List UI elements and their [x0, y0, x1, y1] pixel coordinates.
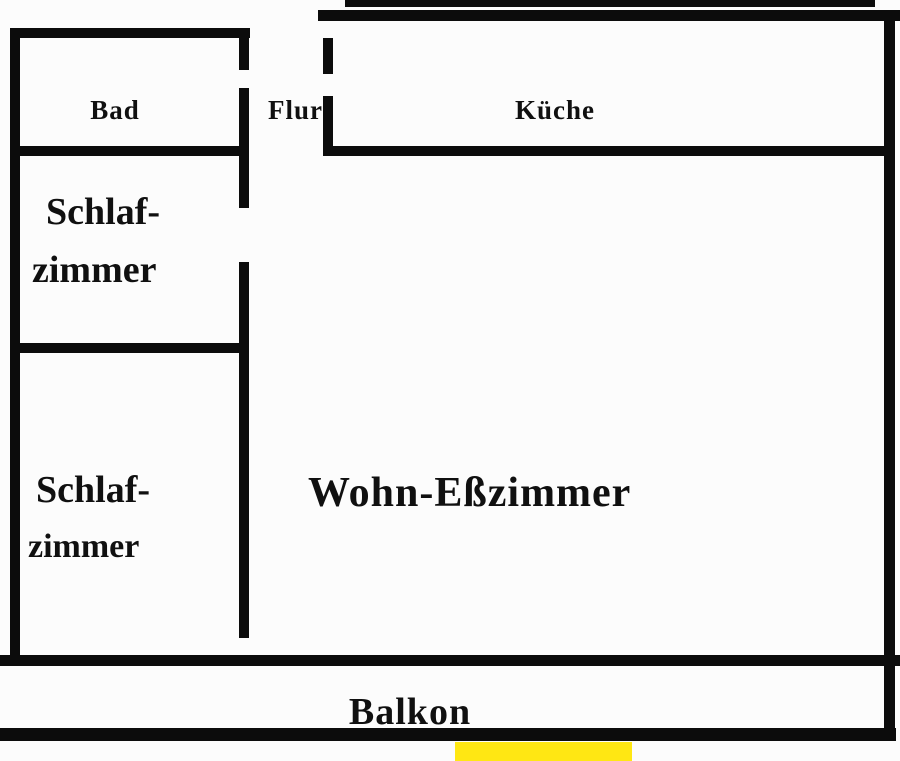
room-label-schlafzimmer1-line1: Schlaf- — [46, 191, 160, 233]
room-label-schlafzimmer2-line1: Schlaf- — [36, 469, 150, 511]
wall-right-outer — [884, 10, 895, 741]
wall-top-inner — [318, 10, 900, 21]
wall-kueche-left-upper — [323, 38, 333, 74]
wall-bad-flur-tick — [239, 28, 249, 70]
wall-kueche-left-lower — [323, 96, 333, 156]
wall-flur-upper-vertical — [239, 88, 249, 208]
wall-top-outer — [345, 0, 875, 7]
wall-bottom-outer — [0, 728, 896, 741]
room-label-schlafzimmer2-line2: zimmer — [28, 528, 140, 565]
room-label-schlafzimmer1-line2: zimmer — [32, 249, 157, 291]
wall-top-left-outer — [10, 28, 250, 38]
wall-balkon-top — [0, 655, 900, 666]
wall-kueche-bottom — [333, 146, 892, 156]
room-label-wohn-esszimmer: Wohn-Eßzimmer — [308, 470, 632, 516]
room-label-flur: Flur — [268, 95, 323, 125]
wall-bedroom-divider — [10, 343, 248, 353]
wall-bad-bottom — [10, 146, 248, 156]
room-label-kueche: Küche — [514, 95, 595, 125]
room-label-bad: Bad — [90, 95, 140, 125]
room-label-balkon: Balkon — [348, 691, 472, 733]
yellow-highlight-marker — [455, 742, 632, 761]
wall-main-vertical — [239, 262, 249, 638]
